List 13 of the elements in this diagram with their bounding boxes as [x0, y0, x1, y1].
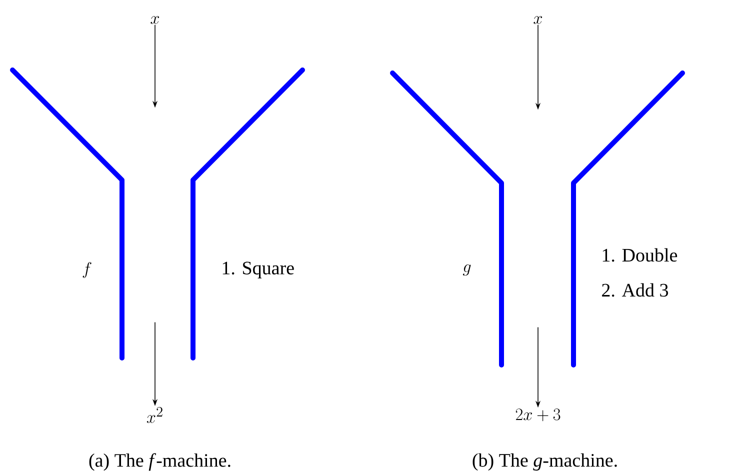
step-text: 1. Double: [602, 248, 678, 262]
caption: (b) The g-machine.: [472, 453, 617, 471]
step-text: 1. Square: [222, 262, 294, 278]
function-name: $g$: [462, 264, 471, 276]
caption: (a) The f-machine.: [89, 453, 230, 471]
funnel-drawing: [390, 70, 685, 368]
math-text: $x$: [534, 16, 542, 24]
step-text: 2. Add 3: [602, 283, 668, 297]
function-name: $f$: [82, 262, 92, 278]
math-text: $2x+3$: [516, 408, 560, 422]
math-text: $x^2$: [146, 406, 162, 423]
math-text: $x$: [150, 16, 160, 24]
funnel-drawing: [10, 68, 305, 360]
